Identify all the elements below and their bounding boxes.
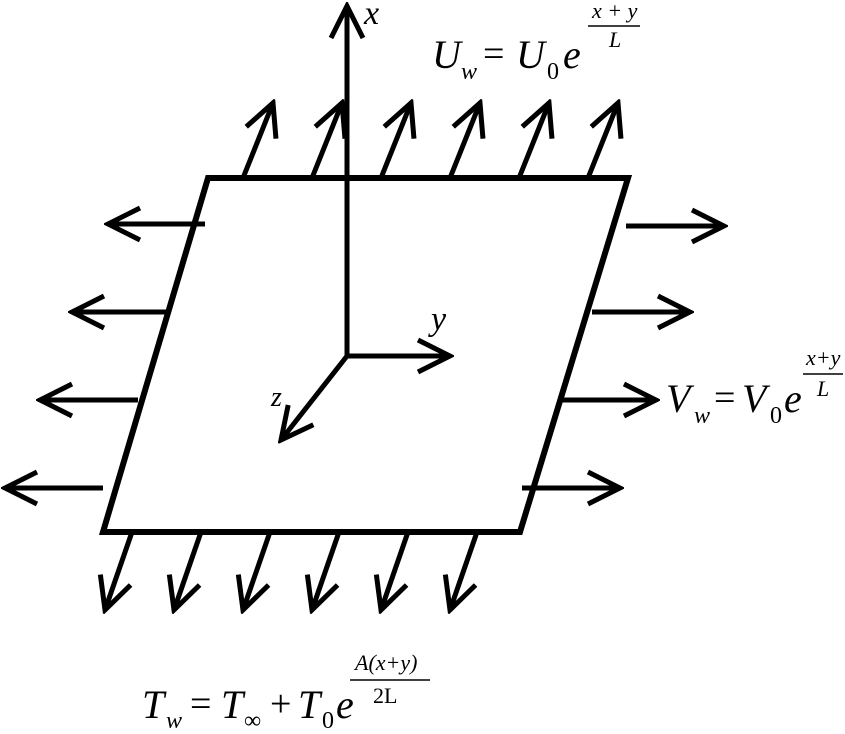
- stretch-arrow: [174, 531, 204, 610]
- u-rhs: U: [516, 32, 548, 77]
- u-lhs-sub: w: [461, 59, 477, 85]
- t-inf: T: [221, 682, 246, 727]
- v-rhs-sub: 0: [770, 403, 782, 429]
- z-axis-label: z: [270, 382, 282, 413]
- equation-v-wall: V w = V 0 e x+y L: [666, 345, 843, 429]
- stretch-arrow: [240, 103, 273, 179]
- v-lhs: V: [666, 376, 695, 421]
- v-rhs: V: [742, 376, 771, 421]
- left-arrows: [5, 224, 205, 488]
- t-inf-sub: ∞: [244, 708, 261, 734]
- v-lhs-sub: w: [694, 403, 710, 429]
- t-zero: T: [298, 682, 323, 727]
- y-axis-label: y: [428, 301, 447, 338]
- t-plus: +: [270, 683, 291, 725]
- stretch-arrow: [447, 103, 480, 179]
- bottom-arrows: [105, 531, 480, 610]
- v-exp-base: e: [784, 376, 802, 421]
- z-axis: [281, 354, 349, 440]
- stretch-arrow: [309, 103, 342, 179]
- u-exp-num: x + y: [591, 0, 638, 23]
- stretch-arrow: [381, 531, 411, 610]
- v-equals: =: [714, 377, 735, 419]
- stretch-arrow: [105, 531, 135, 610]
- coordinate-axes: [281, 6, 450, 440]
- u-rhs-sub: 0: [547, 59, 559, 85]
- t-lhs: T: [142, 682, 167, 727]
- equation-u-wall: U w = U 0 e x + y L: [432, 0, 640, 85]
- u-lhs: U: [432, 32, 464, 77]
- stretch-arrow: [243, 531, 273, 610]
- top-arrows: [240, 103, 618, 179]
- t-exp-den: 2L: [373, 683, 397, 708]
- t-zero-sub: 0: [322, 708, 334, 734]
- stretch-arrow: [312, 531, 342, 610]
- u-equals: =: [483, 33, 504, 75]
- x-axis-label: x: [363, 0, 379, 32]
- stretch-arrow: [585, 103, 618, 179]
- v-exp-num: x+y: [805, 345, 841, 370]
- stretch-arrow: [516, 103, 549, 179]
- v-exp-den: L: [816, 376, 829, 401]
- t-exp-base: e: [336, 682, 354, 727]
- stretch-arrow: [450, 531, 480, 610]
- t-exp-num: A(x+y): [353, 650, 417, 675]
- right-arrows: [522, 226, 724, 488]
- t-equals: =: [190, 683, 211, 725]
- u-exp-den: L: [608, 27, 621, 52]
- u-exp-base: e: [563, 32, 581, 77]
- t-lhs-sub: w: [166, 708, 182, 734]
- equation-t-wall: T w = T ∞ + T 0 e A(x+y) 2L: [142, 650, 430, 734]
- stretch-arrow: [378, 103, 411, 179]
